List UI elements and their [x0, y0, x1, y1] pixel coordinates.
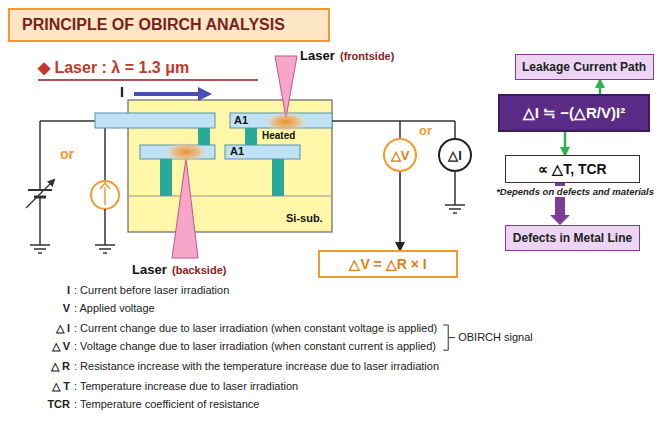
or-text: or	[419, 123, 432, 139]
via	[160, 159, 172, 196]
heated-spot	[264, 112, 308, 132]
laser-label: Laser	[132, 262, 167, 278]
green-arrow	[564, 132, 567, 155]
symbol-term: △ T	[20, 380, 70, 393]
symbol-definition: : Resistance increase with the temperatu…	[74, 360, 439, 373]
laser-side: (backside)	[172, 264, 226, 277]
formula-box: △I ≒ −(△R/V)I²	[498, 94, 650, 132]
metal-name: A1	[230, 145, 244, 158]
via	[198, 128, 210, 145]
symbol-term: △ I	[20, 322, 70, 335]
battery-plate	[28, 189, 52, 191]
metal-line	[95, 113, 215, 128]
node-text: △I	[448, 148, 462, 163]
result-box: Defects in Metal Line	[505, 225, 640, 251]
node-text: Leakage Current Path	[522, 60, 646, 74]
current-arrowhead	[198, 87, 212, 101]
result-box: Leakage Current Path	[515, 54, 654, 80]
title-underline	[38, 79, 258, 81]
symbol-definition: : Applied voltage	[74, 302, 155, 315]
laser-side: (frontside)	[340, 50, 394, 63]
proportional-box: ∝ △T, TCR	[505, 155, 640, 183]
symbol-definition: : Current before laser irradiation	[74, 284, 229, 297]
substrate-label: Si-sub.	[286, 212, 323, 225]
ammeter-symbol: △I	[438, 138, 472, 172]
via	[245, 128, 257, 145]
symbol-term: I	[20, 284, 70, 297]
wire	[40, 120, 96, 122]
ground-symbol	[95, 245, 115, 253]
current-arrow	[134, 92, 200, 96]
wire	[454, 121, 456, 138]
heated-spot	[164, 142, 208, 162]
heated-label: Heated	[262, 130, 295, 142]
current-source	[91, 181, 119, 209]
symbol-definition: : Temperature coefficient of resistance	[74, 398, 259, 411]
symbol-term: TCR	[20, 398, 70, 411]
current-source-arrowhead	[100, 183, 110, 189]
metal-name: A1	[234, 114, 248, 127]
metal-line	[225, 145, 300, 159]
pointer-arrow	[399, 172, 401, 250]
node-text: ∝ △T, TCR	[538, 161, 606, 177]
symbol-definition: : Voltage change due to laser irradiatio…	[74, 340, 436, 353]
node-text: △V = △R × I	[349, 256, 426, 272]
node-text: △V	[391, 148, 410, 163]
laser-beam-back	[172, 158, 198, 258]
title-text: PRINCIPLE OF OBIRCH ANALYSIS	[22, 16, 285, 34]
laser-beam-front	[275, 56, 297, 118]
ground-symbol	[445, 205, 465, 213]
note-text: *Depends on defects and materials	[494, 186, 656, 197]
laser-spec: ◆ Laser : λ = 1.3 μm	[38, 58, 189, 77]
wire	[104, 121, 106, 181]
ground-symbol	[30, 245, 50, 253]
wire	[399, 121, 401, 138]
bracket-label: OBIRCH signal	[458, 331, 533, 344]
wire	[332, 120, 455, 122]
wire	[39, 121, 41, 190]
laser-label: Laser	[300, 48, 335, 64]
via	[272, 159, 284, 196]
current-source-arrow	[104, 187, 106, 205]
equation-box: △V = △R × I	[318, 250, 458, 278]
symbol-term: △ V	[20, 340, 70, 353]
node-text: △I ≒ −(△R/V)I²	[523, 104, 625, 122]
or-text: or	[60, 146, 74, 163]
voltmeter-symbol: △V	[383, 138, 417, 172]
green-arrow	[599, 80, 602, 94]
wire	[104, 209, 106, 245]
current-symbol: I	[120, 84, 124, 101]
wire	[454, 172, 456, 205]
symbol-definition: : Temperature increase due to laser irra…	[74, 380, 298, 393]
symbol-term: △ R	[20, 360, 70, 373]
symbol-definition: : Current change due to laser irradiatio…	[74, 322, 437, 335]
title-box: PRINCIPLE OF OBIRCH ANALYSIS	[8, 8, 330, 42]
signal-bracket	[443, 325, 455, 350]
wire	[39, 197, 41, 245]
substrate-boundary	[128, 196, 332, 197]
node-text: Defects in Metal Line	[513, 231, 632, 245]
symbol-term: V	[20, 302, 70, 315]
